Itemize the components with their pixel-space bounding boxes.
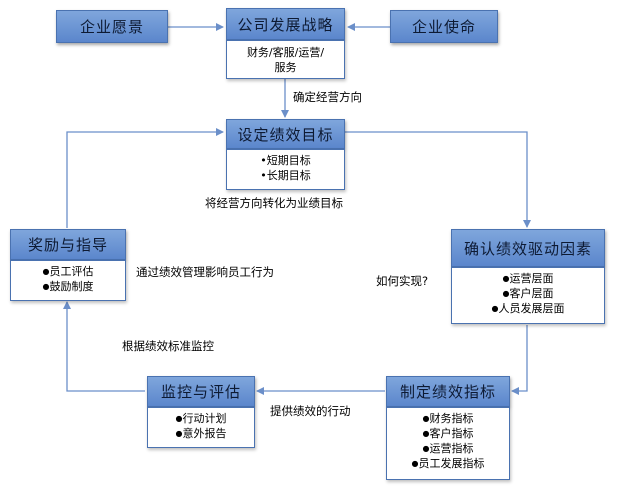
label-monitor-by-standard: 根据绩效标准监控 — [122, 339, 214, 353]
label-determine-direction: 确定经营方向 — [293, 90, 362, 104]
node-drivers-body: 运营层面 客户层面 人员发展层面 — [451, 267, 605, 324]
node-indicators-title: 制定绩效指标 — [386, 376, 510, 407]
label-influence-behavior: 通过绩效管理影响员工行为 — [136, 265, 274, 279]
node-monitor-title: 监控与评估 — [147, 376, 255, 407]
drivers-item: 人员发展层面 — [452, 301, 604, 316]
node-monitor-body: 行动计划 意外报告 — [147, 407, 255, 448]
arrow-drivers-to-indicators — [511, 325, 528, 395]
node-vision: 企业愿景 — [56, 10, 168, 43]
node-drivers-title: 确认绩效驱动因素 — [451, 229, 605, 267]
reward-item: 员工评估 — [11, 264, 125, 279]
monitor-item: 意外报告 — [148, 426, 254, 441]
indicators-item: 财务指标 — [387, 411, 509, 426]
goals-item: 长期目标 — [227, 168, 344, 183]
label-convert-direction: 将经营方向转化为业绩目标 — [205, 196, 343, 210]
indicators-item: 客户指标 — [387, 426, 509, 441]
strategy-line-2: 服务 — [274, 61, 297, 74]
node-strategy-body: 财务/客服/运营/ 服务 — [226, 40, 345, 79]
node-reward-title: 奖励与指导 — [10, 229, 126, 260]
label-how-realize: 如何实现? — [376, 274, 429, 288]
node-strategy-title: 公司发展战略 — [226, 8, 345, 40]
node-mission: 企业使命 — [390, 10, 498, 43]
node-reward-body: 员工评估 鼓励制度 — [10, 260, 126, 301]
indicators-item: 员工发展指标 — [387, 456, 509, 471]
node-indicators-body: 财务指标 客户指标 运营指标 员工发展指标 — [386, 407, 510, 480]
goals-item: 短期目标 — [227, 153, 344, 168]
indicators-item: 运营指标 — [387, 441, 509, 456]
strategy-line-1: 财务/客服/运营/ — [246, 46, 325, 59]
label-provide-actions: 提供绩效的行动 — [270, 404, 351, 418]
reward-item: 鼓励制度 — [11, 279, 125, 294]
drivers-item: 运营层面 — [452, 271, 604, 286]
arrow-goals-to-drivers — [345, 131, 531, 228]
arrow-monitor-to-reward — [63, 301, 145, 392]
node-goals-title: 设定绩效目标 — [226, 119, 345, 149]
node-goals-body: 短期目标 长期目标 — [226, 149, 345, 190]
drivers-item: 客户层面 — [452, 286, 604, 301]
monitor-item: 行动计划 — [148, 411, 254, 426]
arrow-reward-to-goals — [66, 128, 224, 228]
